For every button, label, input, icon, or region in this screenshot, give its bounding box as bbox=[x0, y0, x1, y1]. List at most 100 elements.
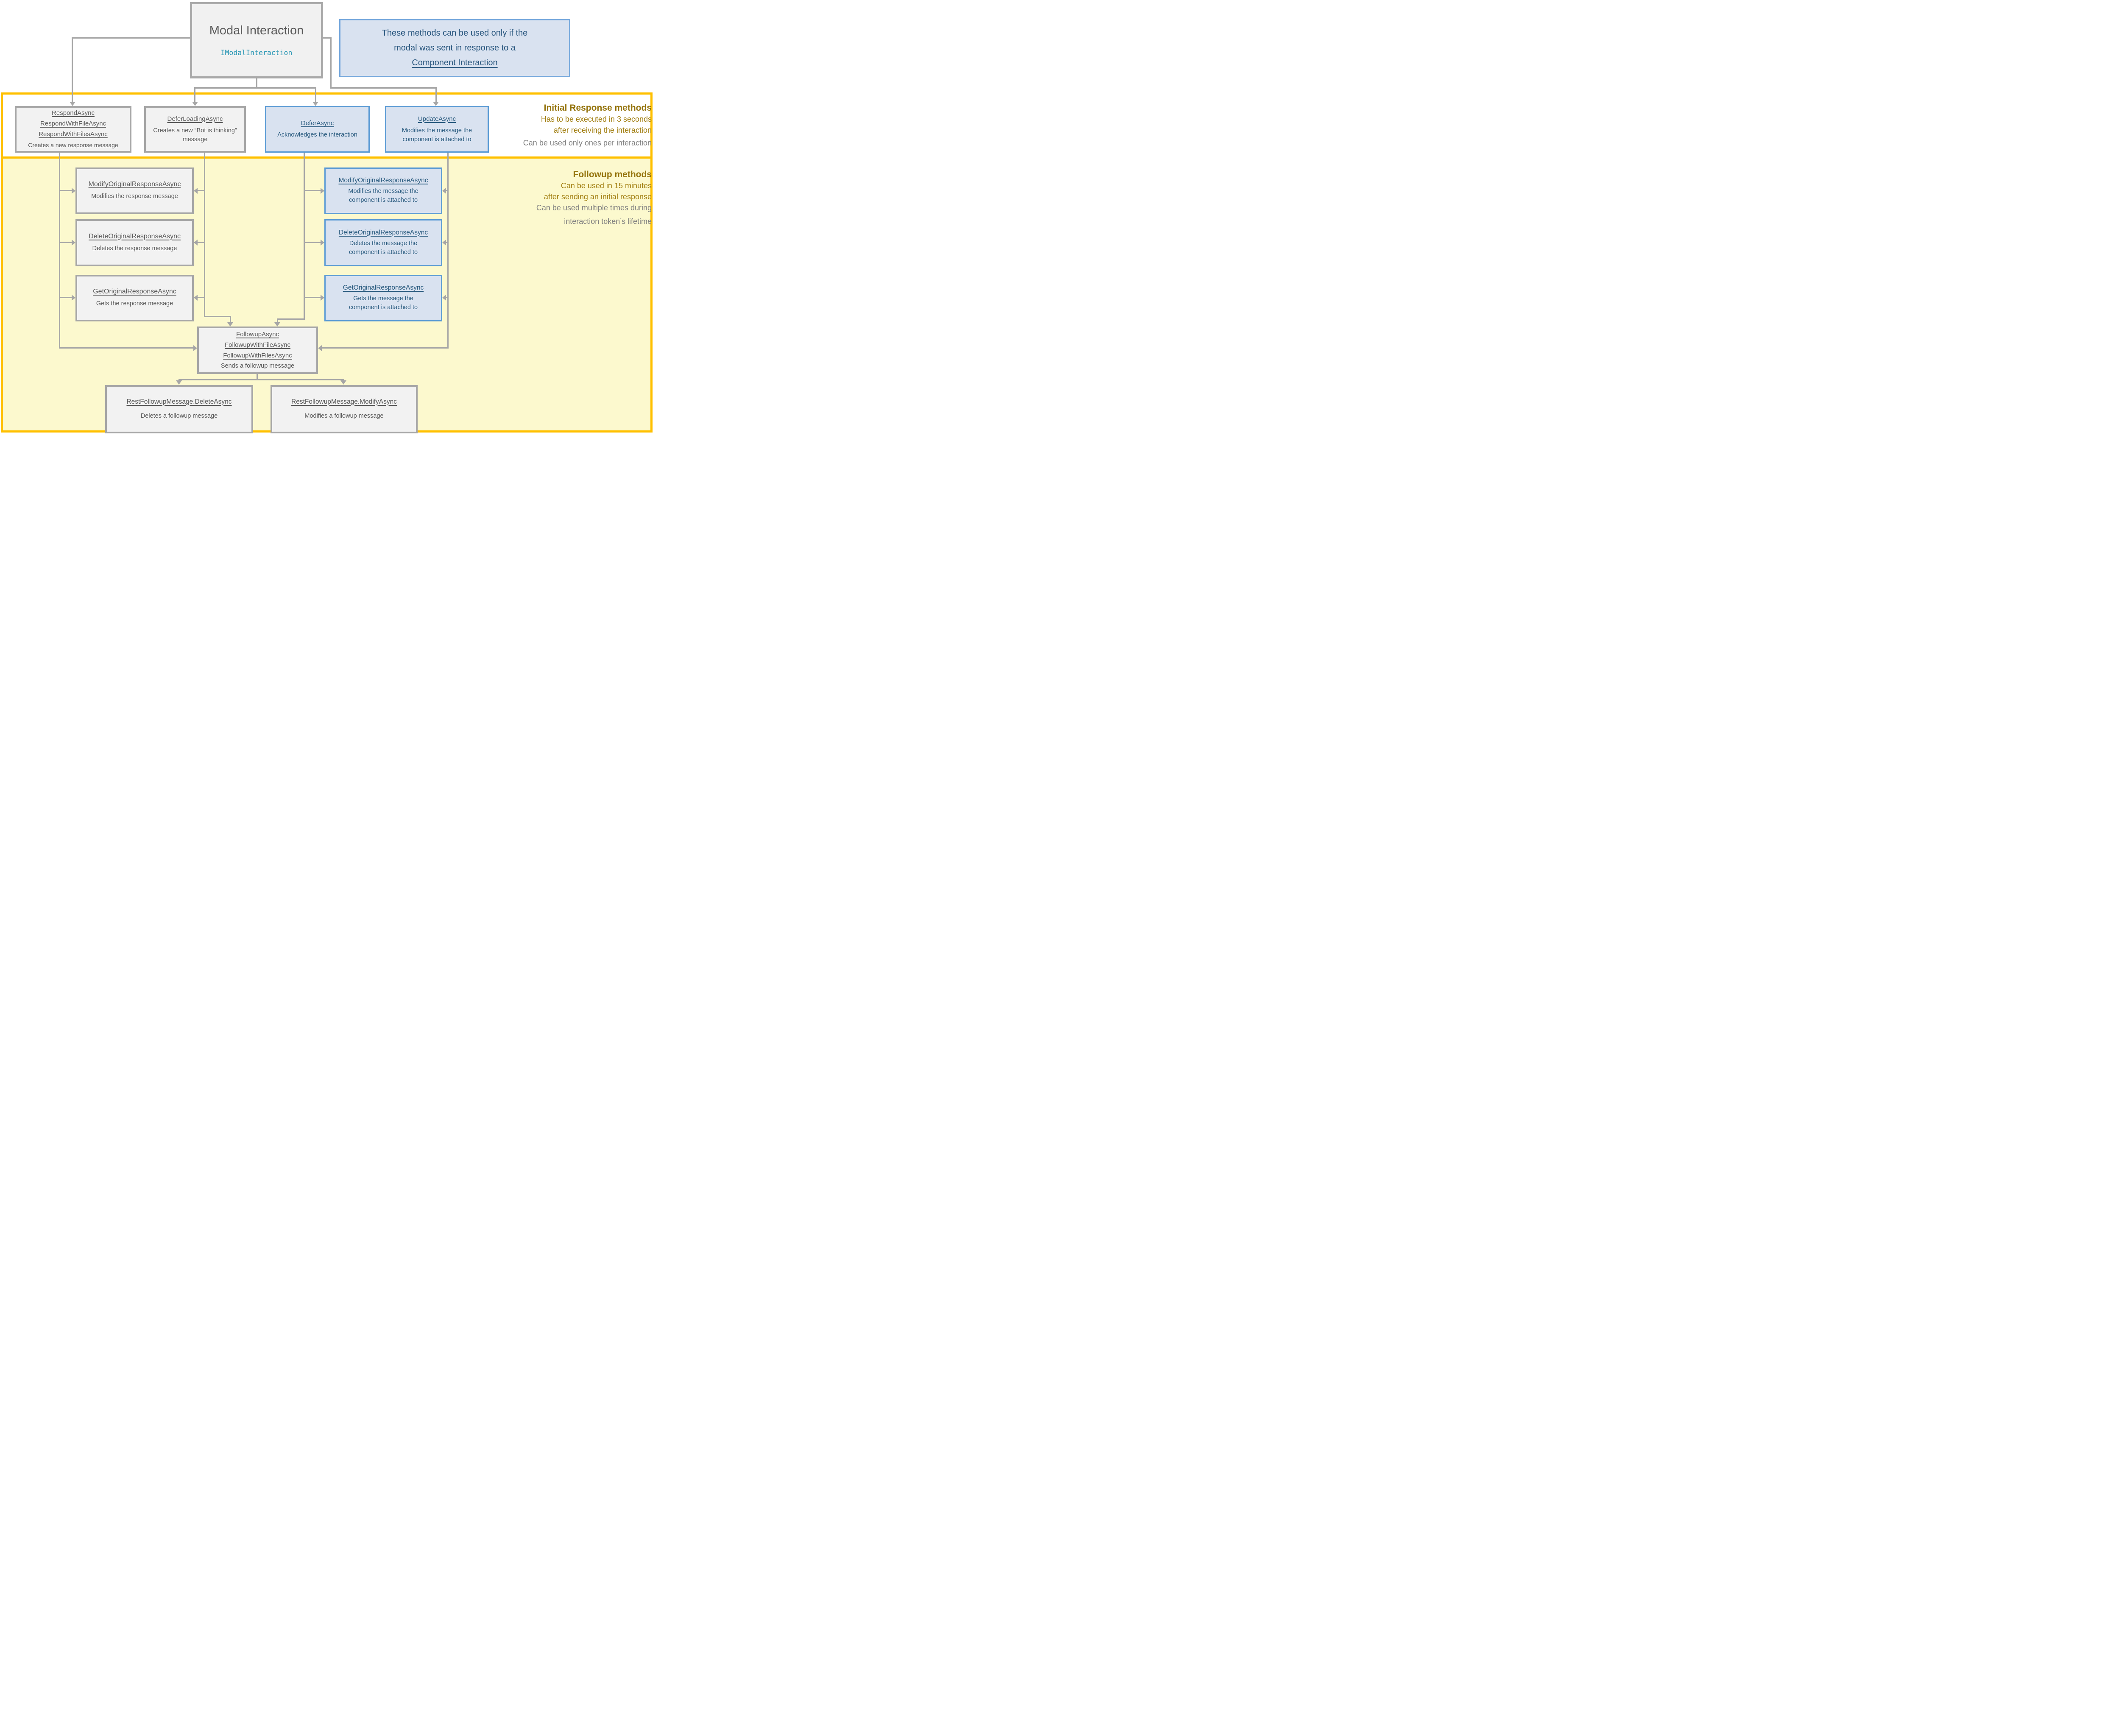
delete-original-response-component-box: DeleteOriginalResponseAsync Deletes the … bbox=[324, 219, 442, 266]
arrow-right-icon bbox=[72, 240, 75, 246]
followup-async-box: FollowupAsync FollowupWithFileAsync Foll… bbox=[197, 327, 318, 374]
method-link-deleteoriginalresponseasync[interactable]: DeleteOriginalResponseAsync bbox=[89, 232, 181, 240]
method-link-respondwithfileasync[interactable]: RespondWithFileAsync bbox=[40, 120, 106, 127]
rest-followup-delete-box: RestFollowupMessage.DeleteAsync Deletes … bbox=[105, 385, 253, 433]
arrow-left-icon bbox=[194, 188, 198, 194]
connector bbox=[315, 87, 316, 102]
connector bbox=[73, 37, 190, 39]
connector bbox=[198, 242, 204, 243]
note-line: Can be used in 15 minutes bbox=[561, 181, 652, 190]
get-original-response-box: GetOriginalResponseAsync Gets the respon… bbox=[75, 275, 194, 321]
box-desc: Creates a new “Bot is thinking” message bbox=[153, 127, 237, 143]
defer-async-box: DeferAsync Acknowledges the interaction bbox=[265, 106, 370, 153]
followup-heading: Followup methods bbox=[573, 170, 652, 179]
connector bbox=[59, 153, 60, 349]
connector bbox=[194, 87, 195, 102]
method-link-followupwithfilesasync[interactable]: FollowupWithFilesAsync bbox=[223, 352, 292, 359]
page-title: Modal Interaction bbox=[209, 24, 304, 37]
connector bbox=[194, 87, 316, 89]
method-link-restfollowupmessage-deleteasync[interactable]: RestFollowupMessage.DeleteAsync bbox=[126, 398, 232, 405]
arrow-down-icon bbox=[312, 102, 318, 106]
connector bbox=[277, 318, 305, 320]
arrow-down-icon bbox=[176, 380, 182, 385]
arrow-right-icon bbox=[72, 295, 75, 301]
arrow-down-icon bbox=[340, 380, 346, 385]
connector bbox=[72, 37, 73, 102]
component-interaction-link[interactable]: Component Interaction bbox=[412, 58, 498, 67]
box-desc: Creates a new response message bbox=[28, 142, 118, 148]
defer-loading-async-box: DeferLoadingAsync Creates a new “Bot is … bbox=[144, 106, 246, 153]
method-link-updateasync[interactable]: UpdateAsync bbox=[418, 115, 456, 123]
method-link-restfollowupmessage-modifyasync[interactable]: RestFollowupMessage.ModifyAsync bbox=[291, 398, 397, 405]
note-line: These methods can be used only if the bbox=[382, 28, 528, 38]
method-link-followupwithfileasync[interactable]: FollowupWithFileAsync bbox=[224, 341, 291, 349]
box-desc: Gets the response message bbox=[96, 300, 173, 307]
box-desc: Deletes a followup message bbox=[140, 412, 218, 419]
note-line: modal was sent in response to a bbox=[394, 43, 516, 53]
connector bbox=[198, 190, 204, 191]
connector bbox=[305, 190, 321, 191]
box-desc: Modifies a followup message bbox=[304, 412, 384, 419]
modify-original-response-component-box: ModifyOriginalResponseAsync Modifies the… bbox=[324, 167, 442, 214]
update-async-box: UpdateAsync Modifies the message the com… bbox=[385, 106, 489, 153]
connector bbox=[277, 318, 278, 323]
connector bbox=[256, 78, 257, 88]
method-link-respondwithfilesasync[interactable]: RespondWithFilesAsync bbox=[39, 131, 108, 138]
arrow-left-icon bbox=[442, 188, 446, 194]
method-link-followupasync[interactable]: FollowupAsync bbox=[236, 331, 279, 338]
connector bbox=[435, 87, 437, 102]
arrow-down-icon bbox=[70, 102, 75, 106]
box-desc: Modifies the response message bbox=[91, 193, 178, 200]
box-desc: Deletes the message the component is att… bbox=[349, 240, 418, 256]
method-link-respondasync[interactable]: RespondAsync bbox=[52, 109, 95, 117]
method-link-modifyoriginalresponseasync[interactable]: ModifyOriginalResponseAsync bbox=[88, 181, 181, 188]
arrow-down-icon bbox=[433, 102, 439, 106]
initial-response-note: Initial Response methods Has to be execu… bbox=[466, 102, 652, 148]
note-line: after sending an initial response bbox=[544, 193, 652, 201]
arrow-left-icon bbox=[194, 240, 198, 246]
connector bbox=[305, 242, 321, 243]
get-original-response-component-box: GetOriginalResponseAsync Gets the messag… bbox=[324, 275, 442, 321]
connector bbox=[322, 347, 449, 349]
followup-note: Followup methods Can be used in 15 minut… bbox=[466, 169, 652, 227]
connector bbox=[204, 153, 205, 317]
note-line: Can be used multiple times during bbox=[536, 204, 652, 212]
box-desc: Sends a followup message bbox=[220, 363, 295, 369]
rest-followup-modify-box: RestFollowupMessage.ModifyAsync Modifies… bbox=[271, 385, 418, 433]
arrow-left-icon bbox=[442, 295, 446, 301]
arrow-down-icon bbox=[227, 322, 233, 327]
connector bbox=[179, 379, 344, 380]
section-divider-line bbox=[1, 156, 653, 159]
method-link-deleteoriginalresponseasync[interactable]: DeleteOriginalResponseAsync bbox=[338, 229, 428, 236]
connector bbox=[446, 297, 449, 298]
respond-async-box: RespondAsync RespondWithFileAsync Respon… bbox=[15, 106, 131, 153]
connector bbox=[198, 297, 204, 298]
arrow-right-icon bbox=[193, 345, 197, 351]
connector bbox=[60, 347, 193, 349]
diagram-canvas: Modal Interaction IModalInteraction Thes… bbox=[0, 0, 653, 434]
box-desc: Modifies the message the component is at… bbox=[348, 188, 418, 204]
modal-interaction-title-box: Modal Interaction IModalInteraction bbox=[190, 2, 323, 78]
box-desc: Acknowledges the interaction bbox=[277, 131, 357, 138]
arrow-right-icon bbox=[72, 188, 75, 194]
modify-original-response-box: ModifyOriginalResponseAsync Modifies the… bbox=[75, 167, 194, 214]
connector bbox=[204, 316, 231, 317]
arrow-right-icon bbox=[321, 295, 324, 301]
connector bbox=[230, 316, 231, 323]
note-line: after receiving the interaction bbox=[553, 126, 652, 134]
method-link-getoriginalresponseasync[interactable]: GetOriginalResponseAsync bbox=[343, 284, 424, 291]
arrow-left-icon bbox=[442, 240, 446, 246]
method-link-deferloadingasync[interactable]: DeferLoadingAsync bbox=[167, 115, 223, 123]
note-line: Can be used only ones per interaction bbox=[523, 139, 652, 147]
arrow-down-icon bbox=[274, 322, 280, 327]
method-link-getoriginalresponseasync[interactable]: GetOriginalResponseAsync bbox=[93, 288, 176, 295]
initial-response-heading: Initial Response methods bbox=[544, 103, 652, 113]
arrow-down-icon bbox=[192, 102, 198, 106]
connector bbox=[257, 374, 258, 380]
connector bbox=[305, 297, 321, 298]
method-link-deferasync[interactable]: DeferAsync bbox=[301, 120, 334, 127]
method-link-modifyoriginalresponseasync[interactable]: ModifyOriginalResponseAsync bbox=[338, 177, 428, 184]
component-interaction-note-box: These methods can be used only if the mo… bbox=[339, 19, 570, 77]
connector bbox=[330, 87, 437, 89]
connector bbox=[60, 242, 72, 243]
